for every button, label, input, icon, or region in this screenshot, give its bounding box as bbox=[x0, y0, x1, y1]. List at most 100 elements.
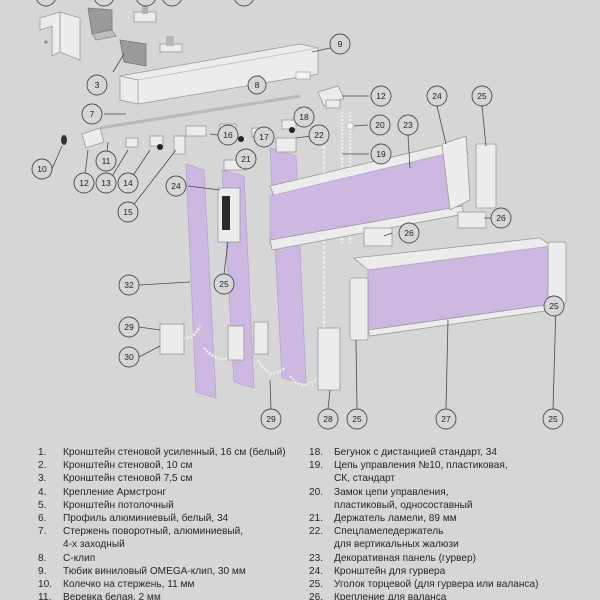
legend-item-text: С-клип bbox=[63, 552, 96, 564]
callout-30: 30 bbox=[118, 346, 140, 368]
callout-28: 28 bbox=[317, 408, 339, 430]
valance bbox=[353, 237, 554, 337]
omega-clip-tube bbox=[295, 71, 311, 80]
legend-item-text: Кронштейн стеновой усиленный, 16 см (бел… bbox=[63, 447, 286, 458]
legend-item: 20.Замок цепи управления, пластиковый, о… bbox=[309, 486, 599, 512]
legend-item: 3.Кронштейн стеновой 7,5 см bbox=[38, 472, 300, 485]
callout-23: 23 bbox=[397, 114, 419, 136]
legend-item: 6. Профиль алюминиевый, белый, 34 bbox=[38, 512, 300, 525]
aluminium-profile bbox=[119, 43, 319, 105]
callout-24-top: 24 bbox=[426, 85, 448, 107]
legend-item-text: Бегунок с дистанцией стандарт, 34 bbox=[334, 447, 497, 458]
callout-26-right: 26 bbox=[490, 207, 512, 229]
legend-item-text: Кронштейн стеновой, 10 см bbox=[63, 460, 193, 472]
legend-item-number: 19. bbox=[309, 460, 324, 472]
exploded-assembly-diagram: 3 7 8 9 10 11 12 12 13 14 15 16 17 18 19… bbox=[31, 0, 567, 430]
legend-item: 7. Стержень поворотный, алюминиевый, 4-х … bbox=[38, 525, 300, 551]
callout-25-bottom-left: 25 bbox=[346, 408, 368, 430]
callout-22: 22 bbox=[308, 124, 330, 146]
chain-lock bbox=[346, 122, 354, 130]
legend-item-text: Профиль алюминиевый, белый, 34 bbox=[63, 513, 229, 525]
svg-text:19: 19 bbox=[376, 149, 386, 159]
legend-item-number: 1. bbox=[38, 447, 47, 458]
legend-item-text: Стержень поворотный, алюминиевый, 4-х за… bbox=[63, 526, 244, 551]
legend-item-text: Тюбик виниловый OMEGA-клип, 30 мм bbox=[63, 565, 246, 577]
svg-text:23: 23 bbox=[403, 120, 413, 130]
callout-19: 19 bbox=[370, 143, 392, 165]
svg-text:24: 24 bbox=[432, 91, 442, 101]
legend-item-text: Кронштейн для гурвера bbox=[334, 565, 446, 577]
svg-text:26: 26 bbox=[496, 213, 506, 223]
rotating-rod bbox=[99, 94, 301, 130]
callout-14: 14 bbox=[117, 172, 139, 194]
legend-item-number: 2. bbox=[38, 460, 47, 472]
callout-3: 3 bbox=[86, 74, 108, 96]
legend-item-text: Цепь управления №10, пластиковая, СК, ст… bbox=[334, 460, 508, 485]
callout-17: 17 bbox=[253, 126, 275, 148]
svg-text:25: 25 bbox=[352, 414, 362, 424]
legend-item: 5. Кронштейн потолочный bbox=[38, 499, 300, 512]
legend-item-text: Кронштейн потолочный bbox=[63, 499, 174, 511]
end-block-left bbox=[81, 127, 105, 149]
armstrong-mount bbox=[133, 6, 157, 23]
panel-bracket bbox=[441, 135, 471, 211]
legend-item: 23. Декоративная панель (гурвер) bbox=[309, 552, 599, 565]
legend-item-text: Крепление Армстронг bbox=[63, 486, 167, 498]
rod-ring bbox=[61, 135, 67, 145]
svg-text:3: 3 bbox=[95, 80, 100, 90]
callout-29-bottom: 29 bbox=[260, 408, 282, 430]
svg-text:29: 29 bbox=[124, 322, 134, 332]
callout-7: 7 bbox=[81, 103, 103, 125]
end-cap-panel bbox=[475, 143, 497, 209]
callout-24-left: 24 bbox=[165, 175, 187, 197]
legend-item-number: 11. bbox=[38, 592, 52, 600]
svg-text:18: 18 bbox=[299, 112, 309, 122]
legend-item-number: 26. bbox=[309, 592, 324, 600]
legend-item-number: 23. bbox=[309, 552, 324, 564]
svg-text:7: 7 bbox=[90, 109, 95, 119]
legend-item: 25.Уголок торцевой (для гурвера или вала… bbox=[309, 578, 599, 591]
callout-26-mid: 26 bbox=[398, 222, 420, 244]
legend-item-number: 7. bbox=[38, 526, 47, 538]
callout-18: 18 bbox=[293, 106, 315, 128]
end-cap-valance bbox=[349, 241, 567, 341]
svg-text:12: 12 bbox=[376, 91, 386, 101]
callout-11: 11 bbox=[95, 150, 117, 172]
callout-25-top: 25 bbox=[471, 85, 493, 107]
legend-item: 24. Кронштейн для гурвера bbox=[309, 565, 599, 578]
callout-2 bbox=[94, 0, 114, 7]
callout-8: 8 bbox=[247, 75, 267, 95]
callout-5 bbox=[162, 0, 182, 7]
legend-item-number: 5. bbox=[38, 499, 47, 511]
svg-text:17: 17 bbox=[259, 132, 269, 142]
svg-text:25: 25 bbox=[477, 91, 487, 101]
callout-15: 15 bbox=[117, 201, 139, 223]
bottom-weights bbox=[159, 321, 341, 391]
legend-item: 21.Держатель ламели, 89 мм bbox=[309, 512, 599, 525]
ceiling-bracket bbox=[159, 36, 183, 53]
svg-text:28: 28 bbox=[323, 414, 333, 424]
legend-item-number: 6. bbox=[38, 513, 47, 525]
svg-text:25: 25 bbox=[548, 414, 558, 424]
legend-item: 4.Крепление Армстронг bbox=[38, 486, 300, 499]
legend-column-left: 1. Кронштейн стеновой усиленный, 16 см (б… bbox=[38, 446, 300, 600]
svg-text:8: 8 bbox=[255, 80, 260, 90]
callout-16: 16 bbox=[217, 124, 239, 146]
callout-10: 10 bbox=[31, 158, 53, 180]
callout-9: 9 bbox=[329, 33, 351, 55]
callout-21: 21 bbox=[235, 148, 257, 170]
callout-13: 13 bbox=[95, 172, 117, 194]
legend-item: 8.С-клип bbox=[38, 552, 300, 565]
legend-item-text: Держатель ламели, 89 мм bbox=[334, 513, 457, 525]
svg-text:25: 25 bbox=[219, 279, 229, 289]
svg-text:16: 16 bbox=[223, 130, 233, 140]
svg-text:15: 15 bbox=[123, 207, 133, 217]
legend-item-number: 9. bbox=[38, 565, 47, 577]
svg-text:22: 22 bbox=[314, 130, 324, 140]
legend-item-number: 24. bbox=[309, 565, 324, 577]
callout-6 bbox=[234, 0, 254, 7]
svg-text:20: 20 bbox=[375, 120, 385, 130]
legend-item-number: 20. bbox=[309, 486, 324, 498]
legend-item-text: Декоративная панель (гурвер) bbox=[334, 552, 476, 564]
legend-item-text: Кронштейн стеновой 7,5 см bbox=[63, 473, 193, 485]
